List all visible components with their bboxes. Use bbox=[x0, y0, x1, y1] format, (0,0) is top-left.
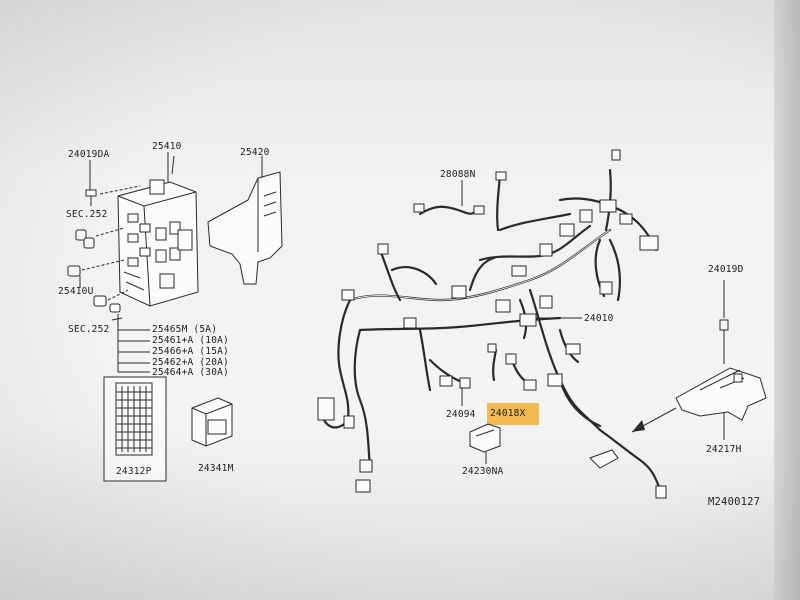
label-24312P: 24312P bbox=[116, 466, 152, 477]
label-fuse-5a: 25465M (5A) bbox=[152, 324, 218, 335]
highlight-marker bbox=[487, 403, 539, 425]
fuse-block-25410 bbox=[117, 179, 199, 307]
label-sec252-bottom: SEC.252 bbox=[68, 324, 110, 335]
label-fuse-20a: 25462+A (20A) bbox=[152, 357, 229, 368]
label-sec252-top: SEC.252 bbox=[66, 209, 108, 220]
label-24019DA: 24019DA bbox=[68, 149, 110, 160]
monitor-bezel bbox=[774, 0, 800, 600]
label-24230NA: 24230NA bbox=[462, 466, 504, 477]
harness-connectors bbox=[317, 149, 667, 499]
label-28088N: 28088N bbox=[440, 169, 476, 180]
label-fuse-15a: 25466+A (15A) bbox=[152, 346, 229, 357]
label-24018X: 24018X bbox=[490, 408, 526, 419]
label-fuse-10a: 25461+A (10A) bbox=[152, 335, 229, 346]
label-25420: 25420 bbox=[240, 147, 270, 158]
label-24217H: 24217H bbox=[706, 444, 742, 455]
label-24094: 24094 bbox=[446, 409, 476, 420]
label-25410U: 25410U bbox=[58, 286, 94, 297]
label-fuse-30a: 25464+A (30A) bbox=[152, 367, 229, 378]
label-24019D: 24019D bbox=[708, 264, 744, 275]
label-24010: 24010 bbox=[584, 313, 614, 324]
label-24341M: 24341M bbox=[198, 463, 234, 474]
label-25410: 25410 bbox=[152, 141, 182, 152]
label-figure-id: M2400127 bbox=[708, 496, 761, 508]
